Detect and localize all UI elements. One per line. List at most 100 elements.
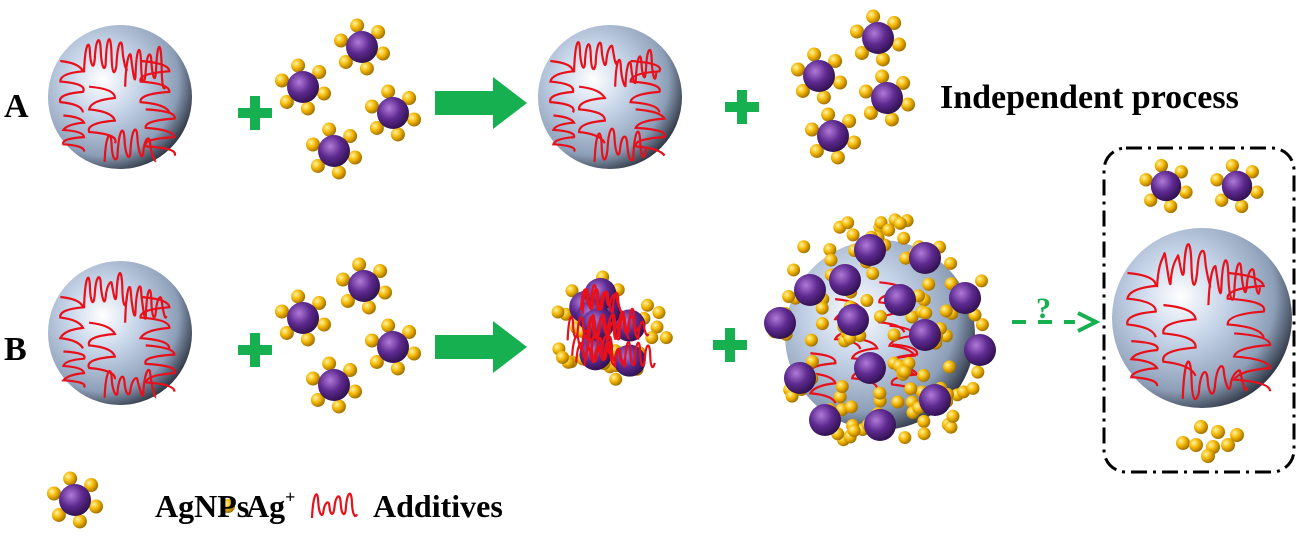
ag-ion [390,361,405,376]
ag-ion [939,304,953,318]
ag-ion [1144,193,1158,207]
ag-ion [72,514,87,529]
ag-ion [787,263,801,277]
ag-ion [291,58,306,73]
additive-chain [310,492,359,519]
sphere [48,261,192,405]
ag-ion [1225,158,1240,173]
agnp [364,318,422,376]
ag-ion [310,158,325,173]
ag-ion [891,395,905,409]
ag-ion [917,427,931,441]
agnp [364,84,422,142]
ag-ion [376,46,391,61]
ag-ion [919,306,933,320]
agnp [305,122,363,180]
plus-sign [713,328,747,362]
ag-ion [893,216,907,230]
ag-ion [844,400,858,414]
ag-ion [310,392,325,407]
ag-ion [795,83,810,98]
ag-ion [338,54,353,69]
ag-ion [51,507,66,522]
ag-ion [350,18,365,33]
additive-chain [144,344,177,392]
silver-nanoparticle [964,334,996,366]
ag-ion [659,331,673,345]
ag-ion [300,101,315,116]
silver-nanoparticle [809,404,841,436]
ag-ion [797,240,811,254]
additive-chain [1181,360,1249,401]
plus-sign [238,96,272,130]
additive-chain [808,352,837,404]
ag-ion [555,350,569,364]
silver-nanoparticle [854,234,886,266]
agnp [804,107,862,165]
plus-sign [238,333,272,367]
ag-ion [966,381,980,395]
ag-ion [899,251,913,265]
ag-ion [884,112,899,127]
ag-ion [904,382,918,396]
plus-bar [250,96,260,130]
agnp [274,289,332,347]
ag-ion [805,354,819,368]
ag-ion [804,333,818,347]
ag-ion [551,305,565,319]
additive-chain [1126,271,1157,338]
ag-ion [652,306,666,320]
ag-ion [873,309,887,323]
ag-ion [896,76,911,91]
ag-ion [89,499,104,514]
ag-ion [816,90,831,105]
ag-ion [901,97,916,112]
ag-ion [849,24,864,39]
ag-ion [975,274,989,288]
ag-ion [364,333,379,348]
ag-ion [640,298,654,312]
plus-sign [725,90,759,124]
ag-ion [1194,420,1208,434]
additive-chain [1207,259,1261,306]
agnp [305,356,363,414]
ag-ion [364,99,379,114]
ag-ion [407,112,422,127]
ag-ion [305,371,320,386]
silver-nanoparticle [784,362,816,394]
additive-chain [87,85,117,144]
ag-ion [887,328,901,342]
silver-nanoparticle [837,304,869,336]
ag-ion [390,127,405,142]
additive-chain [572,41,619,73]
ag-ion [369,354,384,369]
ag-ion [335,272,350,287]
ag-ion [971,365,985,379]
polymer-agnp-composite [764,213,996,447]
additive-chain [61,114,86,152]
silver-nanoparticle [794,274,826,306]
ag-ion [873,386,887,400]
additive-chain [593,127,648,162]
ag-ion [897,231,911,245]
ag-ion [1163,199,1178,214]
silver-nanoparticle [377,331,409,363]
additive-chain [578,85,607,144]
ag-ion [854,45,869,60]
ag-ion [887,16,902,31]
ag-ion [381,84,396,99]
additive-chain [124,45,168,90]
ag-ion [922,277,936,291]
ag-ion [944,420,958,434]
ag-ion [804,122,819,137]
silver-nanoparticle [1221,170,1253,202]
ag-ion [860,293,874,307]
ag-ion [333,33,348,48]
ag-ion [821,107,836,122]
ag-ion [274,73,289,88]
sphere [1112,228,1292,408]
row-a-label: A [4,88,29,125]
agnp [274,58,332,116]
ag-ion [312,296,327,311]
